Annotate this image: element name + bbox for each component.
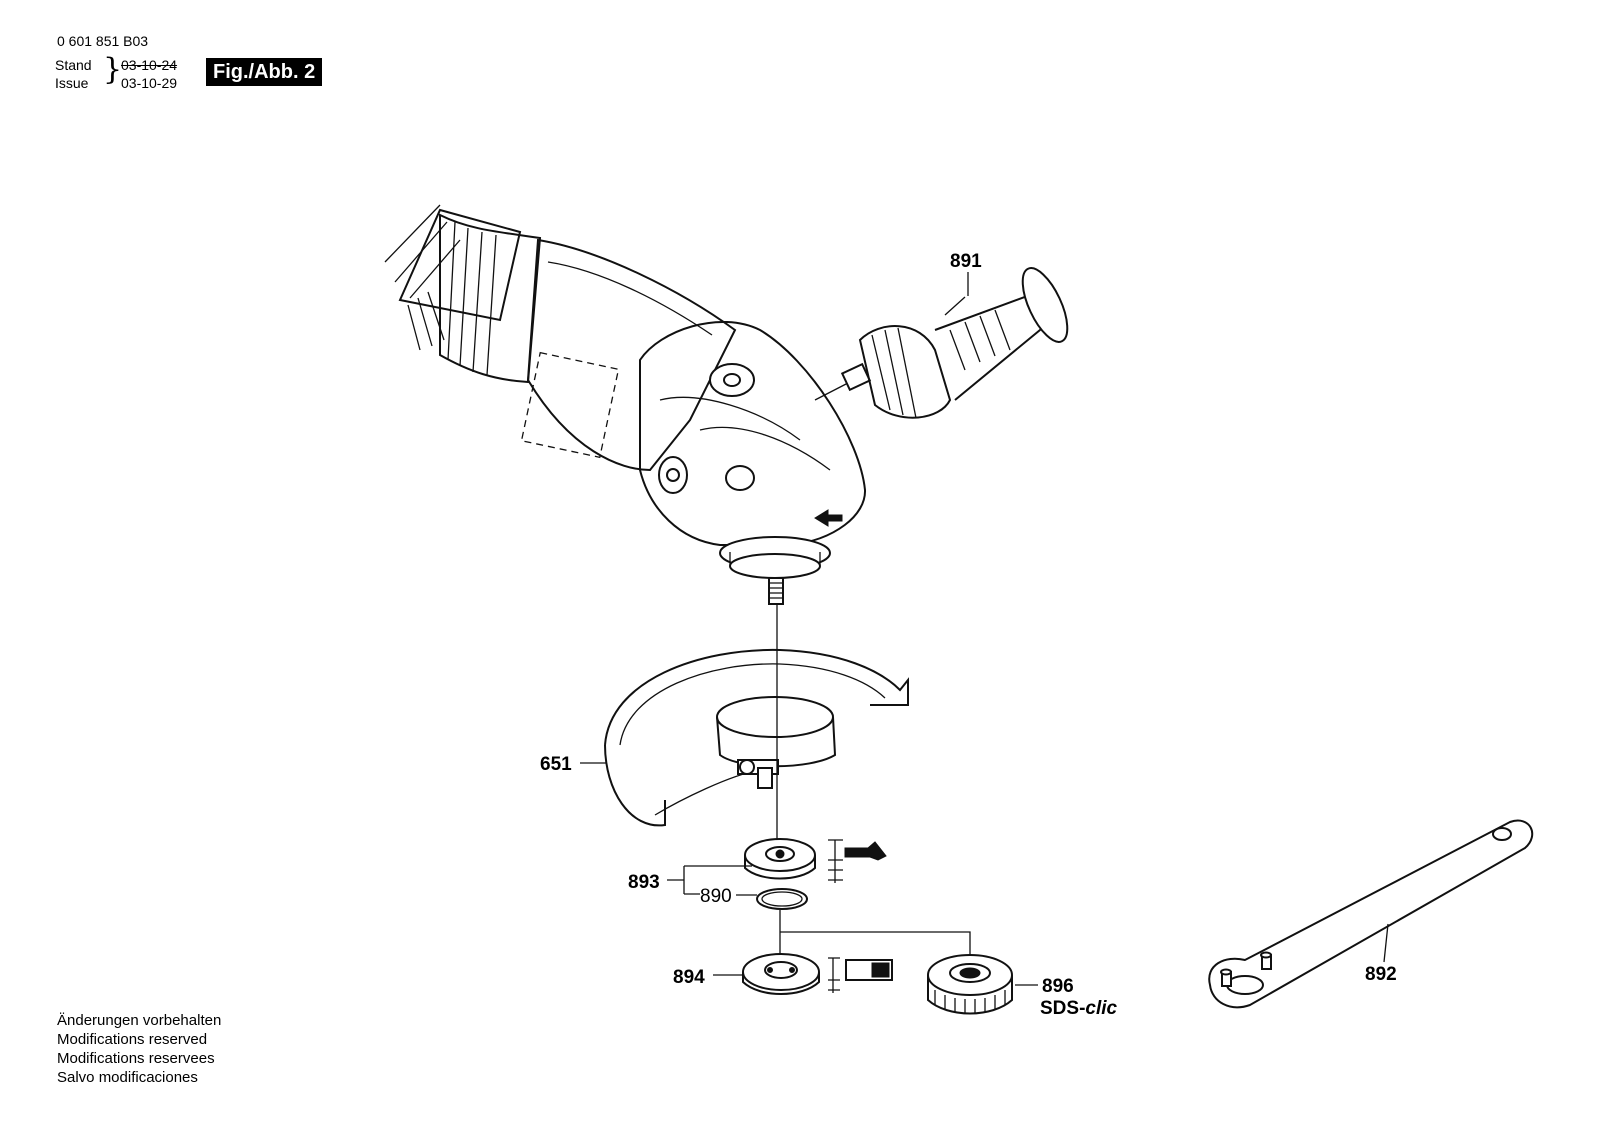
part-label-892: 892: [1365, 964, 1397, 985]
sds-clic-quick-nut: [927, 954, 1013, 1015]
protective-guard: [604, 648, 909, 827]
assembly-axis-lines: [776, 604, 971, 955]
part-label-896: 896: [1042, 976, 1074, 997]
issue-date: 03-10-29: [121, 75, 178, 91]
auxiliary-handle: [814, 267, 1069, 419]
sds-suffix: clic: [1085, 998, 1117, 1019]
stand-label: Stand: [55, 57, 92, 73]
part-label-893: 893: [628, 872, 660, 893]
sds-clic-label: SDS-clic: [1040, 998, 1118, 1019]
part-label-891: 891: [950, 251, 982, 272]
part-label-651: 651: [540, 754, 572, 775]
note-english: Modifications reserved: [57, 1031, 208, 1048]
note-spanish: Salvo modificaciones: [57, 1069, 198, 1086]
modifications-notes: Änderungen vorbehalten Modifications res…: [57, 1011, 221, 1087]
issue-label: Issue: [55, 75, 89, 91]
figure-label: Fig./Abb. 2: [206, 58, 323, 86]
part-label-894: 894: [673, 967, 705, 988]
angle-grinder-body: [384, 204, 867, 605]
sds-prefix: SDS-: [1040, 998, 1085, 1019]
brace-glyph: }: [103, 52, 123, 87]
note-german: Änderungen vorbehalten: [57, 1012, 222, 1029]
note-french: Modifications reservees: [57, 1050, 215, 1067]
mounting-flange: [744, 838, 887, 910]
clamping-nut: [742, 953, 893, 995]
pin-spanner-wrench: [1208, 819, 1534, 1009]
document-number: 0 601 851 B03: [57, 33, 149, 49]
leader-lines: [580, 272, 1389, 986]
stand-date-struck: 03-10-24: [121, 57, 178, 73]
part-label-890: 890: [700, 886, 732, 907]
